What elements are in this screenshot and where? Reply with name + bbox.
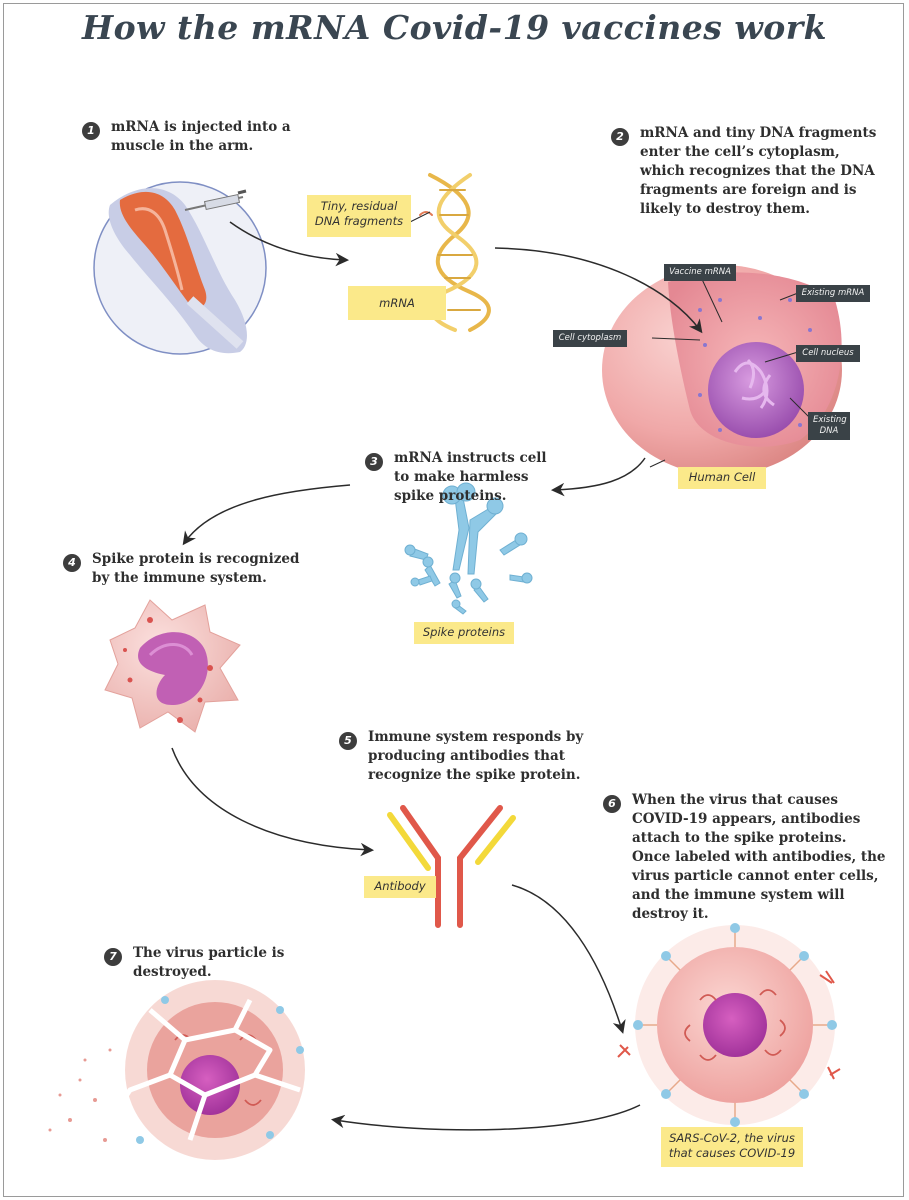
sars-cov-2-virus-illustration	[617, 923, 841, 1127]
step-6-number: 6	[603, 795, 621, 813]
spike-proteins-label: Spike proteins	[414, 622, 514, 644]
antibody-illustration	[387, 805, 516, 928]
page-frame	[3, 3, 904, 1197]
step-4-text: Spike protein is recognized by the immun…	[92, 551, 300, 586]
page-title: How the mRNA Covid-19 vaccines work	[81, 8, 828, 47]
cell-cytoplasm-label: Cell cytoplasm	[553, 330, 627, 347]
cell-nucleus-label: Cell nucleus	[796, 345, 860, 362]
step-1-text: mRNA is injected into a muscle in the ar…	[111, 119, 291, 154]
step-3-number: 3	[365, 453, 383, 471]
step-7-number: 7	[104, 948, 122, 966]
step-7-text: The virus particle is destroyed.	[133, 945, 285, 980]
human-cell-illustration	[602, 265, 842, 475]
cell-label-leaders	[409, 211, 811, 468]
step-2-text: mRNA and tiny DNA fragments enter the ce…	[640, 125, 877, 217]
flow-arrows	[171, 221, 703, 1131]
arm-injection-illustration	[93, 181, 267, 355]
destroyed-virus-illustration	[48, 980, 305, 1160]
step-4-number: 4	[63, 554, 81, 572]
sars-cov-2-label: SARS-CoV-2, the virus that causes COVID-…	[661, 1127, 803, 1167]
step-5-text: Immune system responds by producing anti…	[368, 729, 584, 783]
step-1-number: 1	[82, 122, 100, 140]
step-6-text: When the virus that causes COVID-19 appe…	[632, 792, 886, 922]
existing-dna-label: Existing DNA	[808, 412, 850, 440]
mrna-label: mRNA	[348, 286, 446, 320]
step-3-text: mRNA instructs cell to make harmless spi…	[394, 450, 547, 504]
existing-mrna-label: Existing mRNA	[796, 285, 870, 302]
vaccine-mrna-label: Vaccine mRNA	[664, 264, 736, 281]
step-2-number: 2	[611, 128, 629, 146]
immune-cell-illustration	[104, 599, 241, 733]
antibody-label: Antibody	[364, 876, 436, 898]
human-cell-label: Human Cell	[678, 467, 766, 489]
step-5-number: 5	[339, 732, 357, 750]
spike-proteins-illustration	[404, 482, 533, 615]
dna-fragments-label: Tiny, residual DNA fragments	[307, 195, 411, 237]
